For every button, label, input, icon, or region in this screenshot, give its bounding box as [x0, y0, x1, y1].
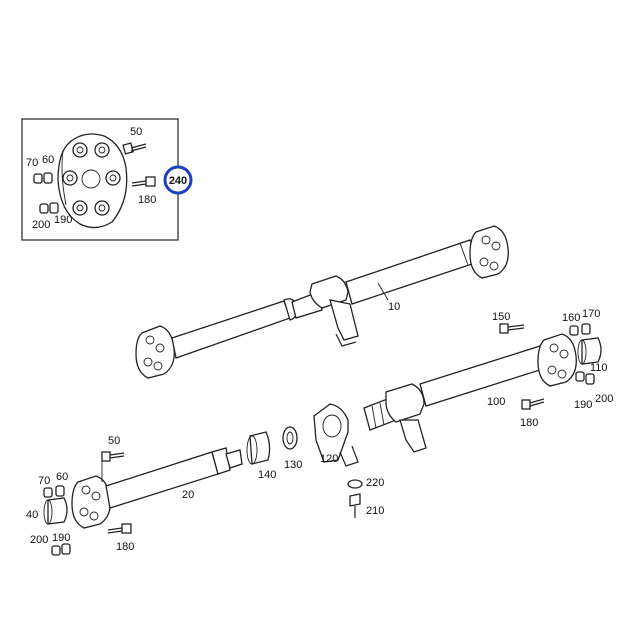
label-190-lower: 190: [52, 532, 70, 544]
label-50-lower: 50: [108, 435, 120, 447]
flex-disc-inset: 50 70 60 180 200 190: [21, 118, 179, 241]
label-110: 110: [590, 362, 608, 374]
label-130: 130: [284, 459, 302, 471]
upper-drive-shaft: 10: [135, 225, 509, 379]
label-100: 100: [487, 396, 505, 408]
label-200-right: 200: [595, 393, 613, 405]
label-20: 20: [182, 489, 194, 501]
label-10: 10: [388, 301, 400, 313]
label-60-lower: 60: [56, 471, 68, 483]
bolt-50-inset: [122, 142, 147, 155]
label-180-right: 180: [520, 417, 538, 429]
centre-bearing-parts: 140 130 120 220 210: [246, 403, 384, 518]
nuts-200-190-inset: [39, 202, 59, 214]
label-210: 210: [366, 505, 384, 517]
bolt-180-inset: [131, 176, 156, 187]
label-150: 150: [492, 311, 510, 323]
label-120: 120: [320, 453, 338, 465]
nuts-70-60-inset: [33, 172, 53, 184]
label-190-right: 190: [574, 399, 592, 411]
label-180-inset: 180: [138, 194, 156, 206]
label-50-inset: 50: [130, 126, 142, 138]
flex-disc-drawing: [57, 133, 128, 229]
label-220: 220: [366, 477, 384, 489]
label-60-inset: 60: [42, 154, 54, 166]
label-40: 40: [26, 509, 38, 521]
label-170: 170: [582, 308, 600, 320]
label-70-lower: 70: [38, 475, 50, 487]
label-200-inset: 200: [32, 219, 50, 231]
label-180-lower: 180: [116, 541, 134, 553]
label-160: 160: [562, 312, 580, 324]
label-190-inset: 190: [54, 214, 72, 226]
label-200-lower: 200: [30, 534, 48, 546]
label-140: 140: [258, 469, 276, 481]
lower-drive-shaft: 50 70 60 40 20 200 190 180: [26, 435, 243, 556]
callout-240[interactable]: 240: [163, 165, 193, 195]
label-70-inset: 70: [26, 157, 38, 169]
callout-240-label: 240: [169, 175, 187, 187]
callout-240-ring: [163, 165, 193, 195]
right-drive-shaft: 150 160 170 110 100 190 200 180: [363, 308, 613, 453]
